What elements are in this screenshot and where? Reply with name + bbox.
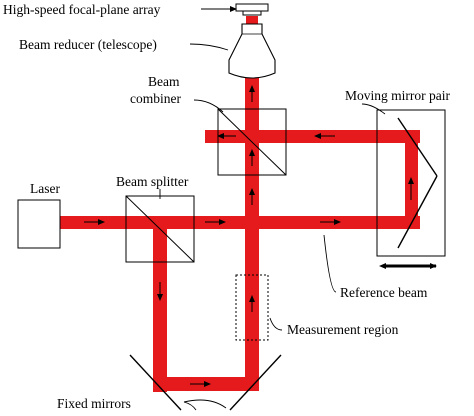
measurement-vertical-beam [245, 78, 259, 390]
measurement-region-box [235, 274, 269, 341]
beam-combiner-cube [217, 108, 287, 176]
label-reference-beam: Reference beam [340, 285, 428, 300]
array-input-beam [246, 16, 258, 24]
label-measurement-region: Measurement region [287, 322, 399, 337]
direction-arrows [84, 85, 414, 387]
leader-fixed-right [183, 399, 227, 409]
leader-moving-mirror [361, 103, 386, 115]
telescope-body [228, 23, 276, 79]
leader-lines [159, 6, 386, 411]
leader-measurement [269, 317, 283, 331]
label-beam-combiner-2: combiner [130, 91, 181, 106]
array-chip [235, 3, 269, 12]
leader-reference-beam [323, 234, 337, 293]
label-focal-plane-array: High-speed focal-plane array [3, 2, 161, 17]
leader-combiner [193, 99, 224, 113]
moving-mirror-lower [397, 175, 438, 249]
label-fixed-mirrors: Fixed mirrors [57, 396, 131, 411]
laser-box [17, 199, 61, 249]
label-beam-splitter: Beam splitter [116, 174, 189, 189]
splitter-diagonal [125, 195, 195, 263]
fixed-mirror-right [229, 354, 282, 411]
moving-mirror-upper [397, 117, 438, 177]
focal-plane-array [235, 3, 269, 16]
main-horizontal-beam [60, 216, 420, 229]
fixed-mirror-left [129, 354, 182, 411]
array-mount [242, 10, 262, 16]
splitter-down-beam [153, 216, 167, 392]
moving-mirror-housing [376, 109, 446, 257]
leader-fixed-left [183, 401, 197, 411]
label-laser: Laser [30, 181, 60, 196]
label-beam-reducer: Beam reducer (telescope) [19, 37, 157, 52]
label-beam-combiner-1: Beam [148, 74, 180, 89]
leader-telescope [189, 43, 229, 51]
upper-horizontal-beam [205, 130, 420, 143]
label-moving-mirror-pair: Moving mirror pair [345, 88, 450, 103]
combiner-stub-beam [205, 130, 218, 143]
combiner-diagonal [217, 108, 287, 176]
